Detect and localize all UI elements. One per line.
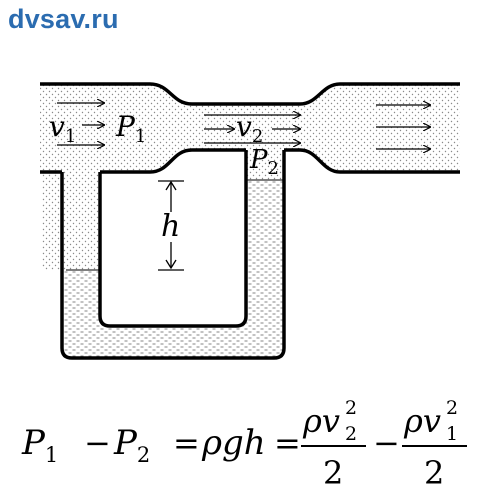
fraction1-superscript: 2	[345, 397, 357, 419]
fraction1-subscript: 2	[345, 423, 357, 445]
u-tube-liquid	[42, 180, 284, 358]
label-h: h	[161, 209, 180, 244]
right-column-air	[247, 150, 285, 180]
formula-equals: =	[274, 424, 301, 462]
label-p2: P2	[249, 145, 279, 179]
bernoulli-formula: P1 − P2 = ρgh = ρv 2 2 2 − ρv 1 2 2	[21, 397, 467, 492]
fraction1-numerator: ρv	[302, 402, 340, 440]
fraction1-denominator: 2	[323, 454, 343, 492]
fraction2-subscript: 1	[446, 423, 458, 445]
pipe-top-wall	[40, 82, 460, 106]
fraction2-denominator: 2	[424, 454, 444, 492]
formula-rhogh: ρgh	[201, 423, 266, 463]
label-p1: P1	[115, 110, 146, 147]
pipe-fluid	[40, 84, 460, 172]
formula-minus: −	[373, 424, 400, 462]
left-column-air	[42, 172, 100, 270]
fraction2-superscript: 2	[446, 397, 458, 419]
formula-p2: P2	[113, 423, 150, 467]
formula-equals: =	[173, 424, 200, 462]
label-v1: v1	[49, 110, 76, 147]
venturi-diagram: v1 P1 v2 P2 h	[40, 82, 460, 360]
height-arrowhead-up	[165, 180, 177, 191]
formula-minus: −	[84, 424, 111, 462]
site-watermark: dvsav.ru	[8, 4, 119, 34]
pipe-bottom-wall-mid	[100, 148, 246, 174]
pipe-bottom-wall-right	[284, 148, 460, 174]
height-arrowhead-down	[165, 259, 177, 270]
label-v2: v2	[236, 110, 263, 147]
u-tube-inner-wall	[98, 150, 248, 328]
u-tube-outer-wall	[60, 150, 286, 360]
formula-p1: P1	[21, 423, 58, 467]
fraction2-numerator: ρv	[403, 402, 441, 440]
